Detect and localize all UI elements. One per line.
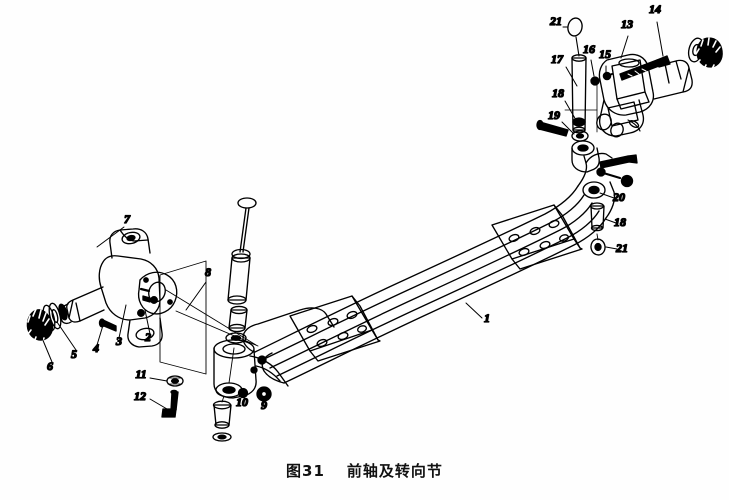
bottom-hardware (161, 375, 272, 418)
callout-label-18: 18 (552, 86, 564, 100)
callout-label-19: 19 (548, 108, 560, 122)
callout-label-5: 5 (71, 347, 77, 361)
callout-label-18b: 18 (614, 215, 626, 229)
callout-label-1: 1 (484, 311, 490, 325)
callout-label-6: 6 (47, 359, 53, 373)
axle-beam (242, 152, 616, 384)
callout-label-12: 12 (134, 389, 146, 403)
callout-label-20: 20 (612, 190, 625, 204)
callout-label-7: 7 (124, 212, 131, 226)
callout-label-17: 17 (551, 52, 564, 66)
left-steering-knuckle (26, 228, 178, 348)
callout-label-2: 2 (144, 330, 151, 344)
callout-label-13: 13 (621, 17, 633, 31)
figure-caption: 图31 前轴及转向节 (0, 460, 729, 481)
king-pin-assembly (165, 197, 289, 442)
callout-label-14: 14 (649, 2, 661, 16)
callout-label-10: 10 (236, 395, 248, 409)
callout-label-15: 15 (599, 47, 611, 61)
callout-label-4: 4 (92, 341, 99, 355)
callout-label-21: 21 (549, 14, 562, 28)
callout-label-9: 9 (261, 398, 267, 412)
callout-leaders (41, 21, 664, 410)
callout-label-16: 16 (583, 42, 595, 56)
figure-number: 图31 (286, 462, 325, 480)
callout-label-3: 3 (115, 334, 122, 348)
figure-title: 前轴及转向节 (346, 462, 443, 480)
callout-label-21b: 21 (615, 241, 628, 255)
callout-label-11: 11 (135, 367, 146, 381)
callout-label-8: 8 (205, 265, 211, 279)
reference-plane (159, 260, 207, 375)
